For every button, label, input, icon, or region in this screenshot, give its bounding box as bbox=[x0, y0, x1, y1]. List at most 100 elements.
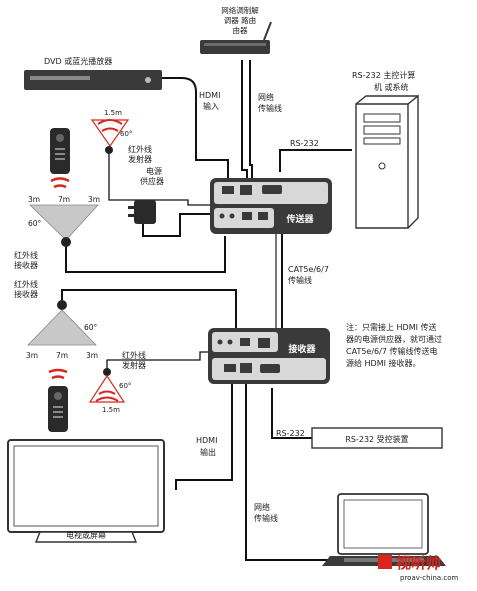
tv: 电视或屏幕 bbox=[7, 439, 165, 543]
ir-tx-top-wave-2 bbox=[101, 127, 119, 132]
remote-control-icon-bottom bbox=[48, 386, 68, 432]
ir-rx-bottom-angle: 60° bbox=[84, 323, 98, 332]
ir-tx-bottom-wave-2 bbox=[95, 396, 119, 402]
pc-tower: RS-232 主控计算 机 或系统 bbox=[352, 70, 419, 229]
remote-top bbox=[50, 128, 70, 189]
psu-prong-1 bbox=[128, 206, 134, 209]
tv-label: 电视或屏幕 bbox=[66, 530, 106, 540]
cat-label-2: 传输线 bbox=[288, 275, 312, 285]
rs232-cable-bottom bbox=[271, 388, 312, 439]
ir-rx-top-cone bbox=[29, 204, 99, 241]
network-cable-bottom bbox=[245, 378, 330, 561]
router-antenna bbox=[263, 21, 272, 41]
remote-bottom bbox=[48, 368, 68, 432]
remote-bottom-key-2 bbox=[53, 411, 63, 413]
hdmi-input-cable bbox=[160, 77, 229, 180]
receiver-hdmi-port bbox=[224, 364, 236, 372]
router-icon bbox=[200, 40, 270, 54]
watermark-url: proav-china.com bbox=[400, 574, 459, 582]
dvd-power-dot bbox=[145, 77, 151, 83]
power-adapter-icon bbox=[134, 200, 156, 224]
transmitter-rs232-port bbox=[262, 185, 282, 194]
remote-control-icon bbox=[50, 128, 70, 174]
hdmi-input-label-1: HDMI bbox=[199, 91, 220, 100]
note-line-3: CAT5e/6/7 传输线传送电 bbox=[346, 346, 437, 356]
transmitter: 传送器 bbox=[210, 178, 332, 234]
watermark: 视听帅 proav-china.com bbox=[378, 554, 459, 582]
ir-rx-top-dist-left: 3m bbox=[28, 195, 40, 204]
laptop bbox=[322, 493, 446, 566]
ir-tx-bottom-label-2: 发射器 bbox=[122, 360, 146, 370]
remote-top-key-2 bbox=[55, 153, 65, 155]
ir-rx-bottom-dist-mid: 7m bbox=[56, 351, 68, 360]
transmitter-ir-jack-1 bbox=[219, 213, 225, 219]
transmitter-label: 传送器 bbox=[285, 213, 314, 225]
transmitter-lan-port bbox=[240, 185, 252, 195]
hdmi-input-label-2: 输入 bbox=[203, 101, 219, 111]
ir-tx-top-label-1: 红外线 bbox=[128, 144, 152, 154]
laptop-screen bbox=[343, 499, 423, 549]
ir-rx-bottom-cone bbox=[27, 309, 97, 346]
power-note: 注：只需接上 HDMI 传送 器的电源供应器，就可通过 CAT5e/6/7 传输… bbox=[346, 322, 442, 368]
receiver-ir-jack-2 bbox=[227, 339, 233, 345]
router-label-line2: 调器 路由 bbox=[224, 15, 256, 25]
ir-tx-top-label-2: 发射器 bbox=[128, 154, 152, 164]
pc-power-button bbox=[378, 162, 386, 170]
remote-bottom-wave-1 bbox=[48, 368, 68, 374]
desktop-computer-icon bbox=[355, 94, 419, 229]
dvd-player: DVD 或蓝光播放器 bbox=[24, 56, 162, 90]
watermark-logo-icon bbox=[378, 555, 392, 569]
ir-tx-bottom-distance: 1.5m bbox=[102, 406, 120, 414]
network-cable-top bbox=[241, 60, 248, 182]
hdmi-output-label-2: 输出 bbox=[200, 447, 216, 457]
network-bottom-label-2: 传输线 bbox=[254, 513, 278, 523]
ir-tx-top-wave-1 bbox=[97, 119, 123, 125]
ir-rx-bottom-cable bbox=[61, 289, 237, 330]
transmitter-power-port bbox=[258, 212, 268, 220]
rs232-controlled-device: RS-232 受控装置 bbox=[311, 427, 443, 449]
remote-top-wave-2 bbox=[53, 184, 67, 189]
psu-label-2: 供应器 bbox=[140, 176, 164, 186]
network-top-label-1: 网络 bbox=[258, 92, 274, 102]
receiver-lan-port-2 bbox=[240, 363, 252, 373]
rs232-device-box bbox=[311, 427, 443, 449]
receiver-cat-port bbox=[240, 338, 250, 346]
power-cable bbox=[142, 213, 214, 237]
pc-top-edge bbox=[355, 95, 418, 105]
dvd-label: DVD 或蓝光播放器 bbox=[44, 56, 112, 66]
dvd-disc-slot bbox=[30, 76, 90, 80]
ir-transmitter-bottom: 红外线 发射器 60° 1.5m bbox=[88, 350, 146, 414]
ir-tx-top-emitter bbox=[105, 146, 113, 154]
ir-rx-top-dist-right: 3m bbox=[88, 195, 100, 204]
remote-top-wave-1 bbox=[50, 177, 70, 183]
pc-drive-bay-1 bbox=[363, 113, 401, 123]
psu-prong-2 bbox=[128, 214, 134, 217]
ir-tx-bottom-cone bbox=[88, 374, 126, 403]
router-label-line3: 由器 bbox=[233, 25, 248, 35]
note-line-4: 源给 HDMI 接收器。 bbox=[346, 358, 421, 368]
ir-receiver-top-zone: 3m 7m 3m 60° 红外线 接收器 bbox=[14, 195, 100, 270]
tv-screen bbox=[13, 445, 159, 527]
remote-top-key-3 bbox=[55, 158, 65, 160]
router-front-strip bbox=[204, 43, 266, 46]
ir-rx-bottom-sensor bbox=[57, 300, 67, 310]
pc-label-line2: 机 或系统 bbox=[374, 82, 409, 92]
ir-tx-bottom-emitter bbox=[103, 368, 111, 376]
remote-top-key-1 bbox=[55, 148, 65, 150]
remote-bottom-key-1 bbox=[53, 406, 63, 408]
ir-rx-bottom-dist-left: 3m bbox=[26, 351, 38, 360]
tv-stand bbox=[34, 531, 138, 543]
rs232-bottom-label: RS-232 bbox=[276, 429, 305, 438]
ir-tx-bottom-cable bbox=[106, 351, 214, 370]
rs232-device-label: RS-232 受控装置 bbox=[345, 434, 408, 444]
hdmi-output-label-1: HDMI bbox=[196, 436, 217, 445]
ir-tx-top-angle: 60° bbox=[120, 130, 132, 138]
router-label-line1: 网络调制解 bbox=[221, 5, 259, 15]
transmitter-ir-jack-2 bbox=[229, 213, 235, 219]
dvd-player-icon bbox=[24, 70, 162, 90]
receiver-label: 接收器 bbox=[288, 343, 316, 355]
ir-receiver-bottom-zone: 红外线 接收器 60° 3m 7m 3m bbox=[14, 279, 98, 360]
pc-label-line1: RS-232 主控计算 bbox=[352, 70, 415, 80]
transmitter-hdmi-port bbox=[222, 186, 234, 194]
